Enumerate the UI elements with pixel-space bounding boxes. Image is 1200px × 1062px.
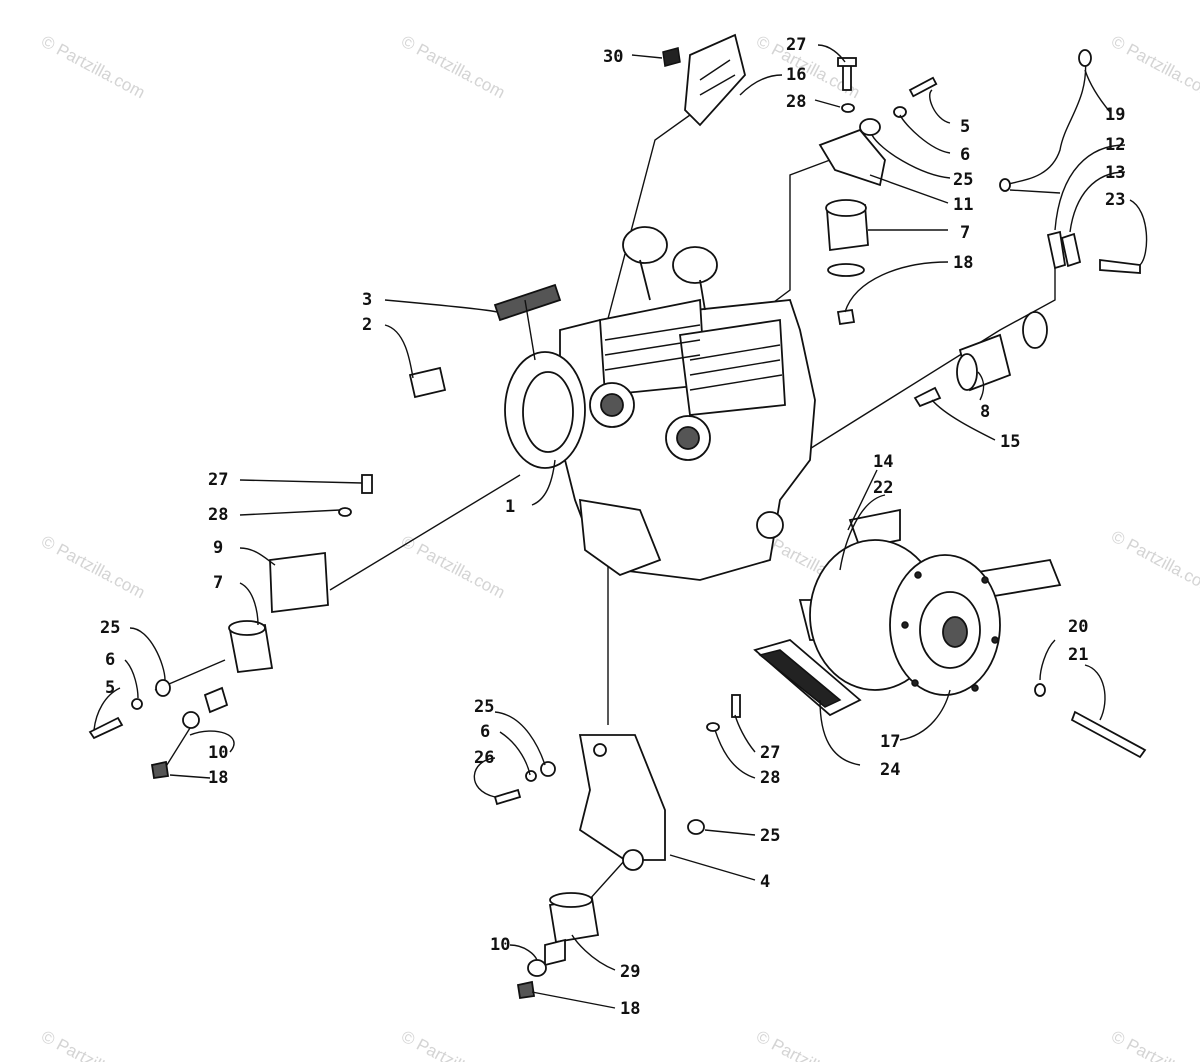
callout-15: 15 [1000,432,1020,452]
callout-27: 27 [208,470,228,490]
callout-2: 2 [362,315,372,335]
callout-20: 20 [1068,617,1088,637]
callout-8: 8 [980,402,990,422]
callout-10: 10 [490,935,510,955]
watermark: © Partzilla.com [1108,1027,1200,1062]
callout-27: 27 [760,743,780,763]
callout-6: 6 [480,722,490,742]
watermark: © Partzilla.com [1108,32,1200,103]
callout-24: 24 [880,760,900,780]
callout-17: 17 [880,732,900,752]
watermark: © Partzilla.com [1108,527,1200,598]
callout-12: 12 [1105,135,1125,155]
callout-28: 28 [208,505,228,525]
callout-14: 14 [873,452,893,472]
drive-clutch [753,508,1062,717]
engine-block [504,226,816,581]
callout-3: 3 [362,290,372,310]
callout-25: 25 [760,826,780,846]
watermark: © Partzilla.com [398,1027,508,1062]
callout-30: 30 [603,47,623,67]
callout-29: 29 [620,962,640,982]
callout-28: 28 [786,92,806,112]
callout-27: 27 [786,35,806,55]
callout-22: 22 [873,478,893,498]
callout-10: 10 [208,743,228,763]
callout-5: 5 [960,117,970,137]
callout-18: 18 [208,768,228,788]
callout-9: 9 [213,538,223,558]
callout-6: 6 [960,145,970,165]
callout-13: 13 [1105,163,1125,183]
callout-19: 19 [1105,105,1125,125]
callout-25: 25 [474,697,494,717]
callout-5: 5 [105,678,115,698]
callout-23: 23 [1105,190,1125,210]
callout-28: 28 [760,768,780,788]
watermark: © Partzilla.com [753,1027,863,1062]
callout-1: 1 [505,497,515,517]
small-parts [88,33,1147,1000]
callout-26: 26 [474,748,494,768]
callouts: 30 16 27 28 5 6 25 11 7 18 19 12 13 23 3… [100,35,1125,1019]
watermark: © Partzilla.com [398,32,508,103]
callout-6: 6 [105,650,115,670]
callout-25: 25 [100,618,120,638]
callout-7: 7 [960,223,970,243]
watermark: © Partzilla.com [398,532,508,603]
watermark: © Partzilla.com [38,32,148,103]
callout-18: 18 [620,999,640,1019]
callout-21: 21 [1068,645,1088,665]
leader-lines [93,44,1148,1009]
callout-7: 7 [213,573,223,593]
callout-16: 16 [786,65,806,85]
callout-18: 18 [953,253,973,273]
callout-11: 11 [953,195,973,215]
watermark: © Partzilla.com [38,532,148,603]
watermark: © Partzilla.com [38,1027,148,1062]
callout-25: 25 [953,170,973,190]
callout-4: 4 [760,872,770,892]
